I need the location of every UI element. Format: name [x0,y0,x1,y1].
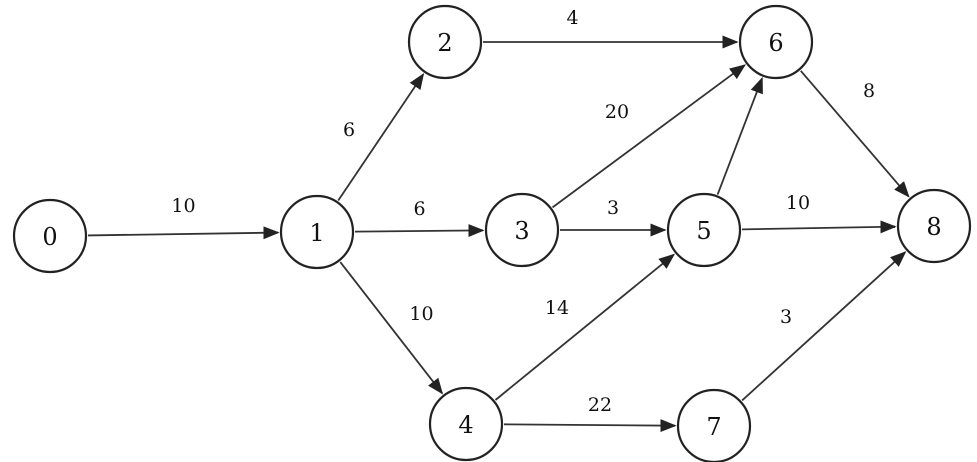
node-label-8: 8 [926,213,941,241]
node-label-1: 1 [309,219,324,247]
node-circle-8 [896,188,972,264]
node-2: 2 [407,4,483,80]
edge-0-1 [87,226,280,240]
node-circle-5 [666,192,742,268]
node-label-0: 0 [42,223,57,251]
edge-weight-1-2: 6 [343,119,355,141]
node-7: 7 [676,388,752,462]
edge-weight-4-5: 14 [545,297,569,319]
edge-5-6 [716,76,763,195]
edge-1-3 [354,224,485,238]
edges-layer: 10 6 6 10 4 20 3 14 22 10 8 3 [87,7,910,433]
edge-weight-0-1: 10 [171,195,195,217]
node-circle-3 [484,192,560,268]
edge-6-8 [800,70,910,198]
node-8: 8 [896,188,972,264]
edge-weight-1-3: 6 [413,198,425,220]
edge-7-8 [741,251,907,402]
edge-weight-6-8: 8 [863,80,875,102]
node-0: 0 [12,198,88,274]
edge-5-8 [741,220,897,234]
edge-weight-4-7: 22 [588,394,612,416]
edge-3-6 [552,64,746,209]
edge-weight-2-6: 4 [566,7,578,29]
node-circle-1 [279,194,355,270]
edge-4-5 [494,253,676,401]
edge-weight-3-6: 20 [605,101,629,123]
node-circle-6 [738,4,814,80]
node-1: 1 [279,194,355,270]
edge-weight-7-8: 3 [780,306,792,328]
edge-1-4 [339,261,444,395]
node-label-7: 7 [706,413,721,441]
node-4: 4 [428,386,504,462]
node-label-2: 2 [437,29,452,57]
nodes-layer: 0 1 2 3 4 5 6 7 8 [12,4,972,462]
node-circle-2 [407,4,483,80]
node-circle-7 [676,388,752,462]
node-label-4: 4 [458,411,473,439]
edge-4-7 [503,419,677,433]
node-3: 3 [484,192,560,268]
node-5: 5 [666,192,742,268]
node-label-6: 6 [768,29,783,57]
edge-1-2 [337,73,425,201]
node-label-3: 3 [514,217,529,245]
node-6: 6 [738,4,814,80]
edge-weight-1-4: 10 [409,303,433,325]
node-circle-4 [428,386,504,462]
edge-weight-3-5: 3 [607,197,619,219]
edge-weight-5-8: 10 [786,192,810,214]
node-circle-0 [12,198,88,274]
node-label-5: 5 [696,217,711,245]
